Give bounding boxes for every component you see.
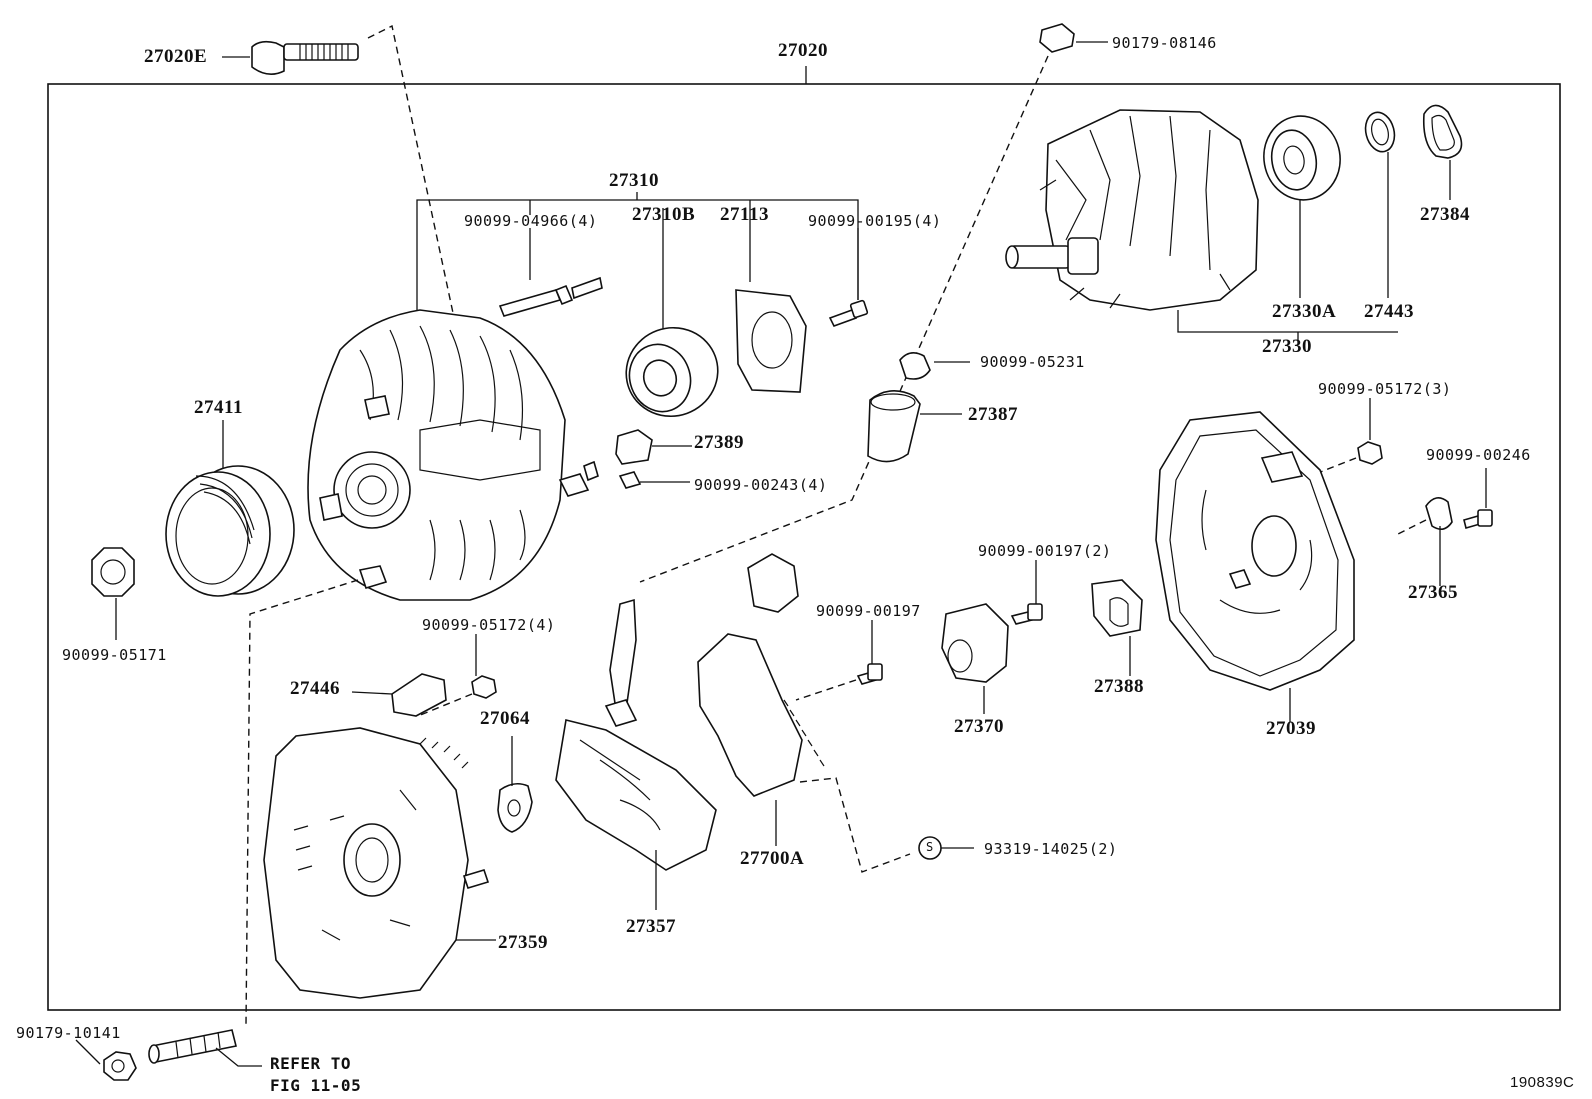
bearing-27310b-icon [625,240,719,418]
label-holder-cover: 27388 [1094,676,1144,697]
rectifier-holder-27357-icon [555,598,717,910]
label-nut-c: 90099-05172(3) [1318,380,1452,398]
screw-00246-icon [1463,468,1493,529]
label-nut-bottom: 90179-10141 [16,1024,121,1042]
label-nut-top: 90179-08146 [1112,34,1217,52]
dash-27365 [1397,519,1427,535]
bolt-27020e-icon [222,40,359,75]
washer-27064-icon [497,736,533,833]
label-washer: 27064 [480,708,530,729]
retainer-27113-icon [735,230,807,393]
label-terminal-insulator: 27389 [694,432,744,453]
drive-end-frame-27359-icon [263,727,496,999]
label-nut-g: 90099-05172(4) [422,616,556,634]
label-rectifier-end-frame: 27310 [609,170,659,191]
bearing-27330a-icon [1263,115,1341,298]
dash-27700a [799,777,911,873]
regulator-27700a-icon [697,553,825,846]
label-refer-line1: REFER TO [270,1054,352,1073]
label-cap: 90099-05231 [980,353,1085,371]
screw-00197-2-icon [1010,560,1043,625]
cap-05231-icon [899,352,970,380]
label-screw-s-symbol: S [926,840,934,854]
screw-00243-icon [618,471,690,489]
pulley-27411-icon [165,420,295,597]
label-rear-frame: 27039 [1266,718,1316,739]
assembly-frame [47,83,1561,1011]
ring-27443-icon [1364,111,1396,298]
label-rectifier-holder: 27357 [626,916,676,937]
cover-27384-icon [1422,104,1463,200]
insulator-27389-icon [615,429,692,465]
plate-27365-icon [1425,497,1453,586]
terminal-27387-icon [867,390,962,463]
dash-00197 [795,679,857,701]
screw-00195-icon [828,228,869,327]
label-drive-end-frame: 27359 [498,932,548,953]
alternator-body-icon [307,309,599,601]
label-screw-a: 90099-00195(4) [808,212,942,230]
label-screw-f: 90099-00197 [816,602,921,620]
label-bearing-front: 27310B [632,204,696,225]
dash-bottom-stud [245,579,359,1025]
label-stud: 90099-04966(4) [464,212,598,230]
rear-frame-27039-icon [1155,411,1355,722]
label-insulator: 27446 [290,678,340,699]
label-plate: 27365 [1408,582,1458,603]
stud-bottom-icon [148,1029,262,1067]
nut-05172-3-icon [1357,398,1383,465]
brush-holder-27370-icon [941,603,1009,714]
label-bearing-cover: 27384 [1420,204,1470,225]
insulator-27446-icon [351,673,447,717]
label-screw-b: 90099-00243(4) [694,476,828,494]
screw-s-symbol-icon [918,836,974,860]
nut-08146-icon [1039,23,1108,53]
label-screw-d: 90099-00246 [1426,446,1531,464]
label-screw-e: 90099-00197(2) [978,542,1112,560]
nut-10141-icon [75,1039,137,1081]
label-screw-s: 93319-14025(2) [984,840,1118,858]
label-rotor-bearing: 27330A [1272,301,1337,322]
label-brush-holder: 27370 [954,716,1004,737]
rotor-27330-icon [1005,109,1398,344]
dash-08146 [639,55,1049,583]
stud-icon [498,228,603,317]
label-bolt-top-left: 27020E [144,46,208,67]
label-nut-pulley: 90099-05171 [62,646,167,664]
dash-27020e [367,24,481,441]
label-spacer-ring: 27443 [1364,301,1414,322]
label-retainer: 27113 [720,204,769,225]
label-refer-line2: FIG 11-05 [270,1076,362,1095]
dash-05172-4 [417,693,473,717]
label-pulley: 27411 [194,397,243,418]
nut-05172-4-icon [471,634,497,699]
cover-27388-icon [1091,579,1143,676]
label-figure-id: 190839C [1510,1074,1575,1091]
label-main-assembly: 27020 [778,40,828,61]
label-regulator: 27700A [740,848,805,869]
label-rotor-assy: 27330 [1262,336,1312,357]
label-terminal: 27387 [968,404,1018,425]
screw-00197-icon [856,620,883,685]
nut-05171-icon [91,547,135,640]
